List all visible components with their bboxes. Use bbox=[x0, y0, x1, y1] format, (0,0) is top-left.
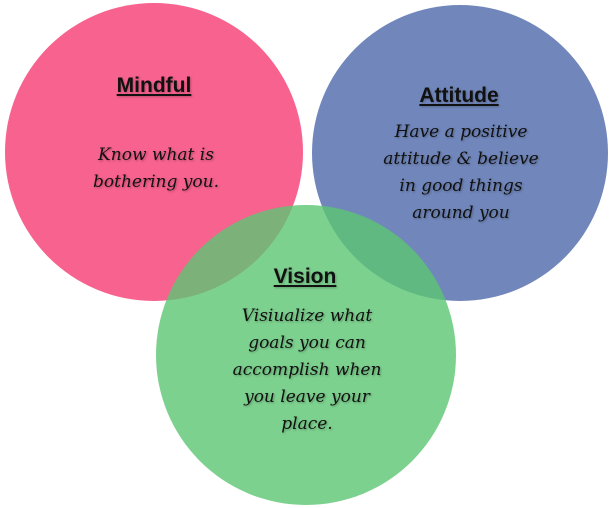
vision-line: you leave your bbox=[244, 387, 370, 407]
vision-line: accomplish when bbox=[232, 360, 382, 380]
vision-line: place. bbox=[281, 414, 333, 434]
mindful-line: Know what is bbox=[98, 145, 214, 165]
attitude-text: Have a positive attitude & believe in go… bbox=[383, 119, 538, 227]
attitude-title: Attitude bbox=[419, 84, 499, 107]
attitude-line: in good things bbox=[399, 176, 523, 196]
mindful-circle bbox=[5, 3, 303, 301]
mindful-title: Mindful bbox=[116, 74, 192, 97]
vision-title: Vision bbox=[273, 265, 337, 288]
vision-circle bbox=[156, 205, 456, 505]
attitude-circle bbox=[312, 5, 608, 301]
vision-text: Visiualize what goals you can accomplish… bbox=[233, 303, 382, 438]
mindful-text: Know what is bothering you. bbox=[93, 142, 219, 196]
attitude-line: attitude & believe bbox=[383, 149, 539, 169]
attitude-line: Have a positive bbox=[394, 122, 528, 142]
vision-line: Visiualize what bbox=[241, 306, 373, 326]
attitude-line: around you bbox=[412, 203, 510, 223]
vision-line: goals you can bbox=[248, 333, 366, 353]
mindful-line: bothering you. bbox=[93, 172, 219, 192]
